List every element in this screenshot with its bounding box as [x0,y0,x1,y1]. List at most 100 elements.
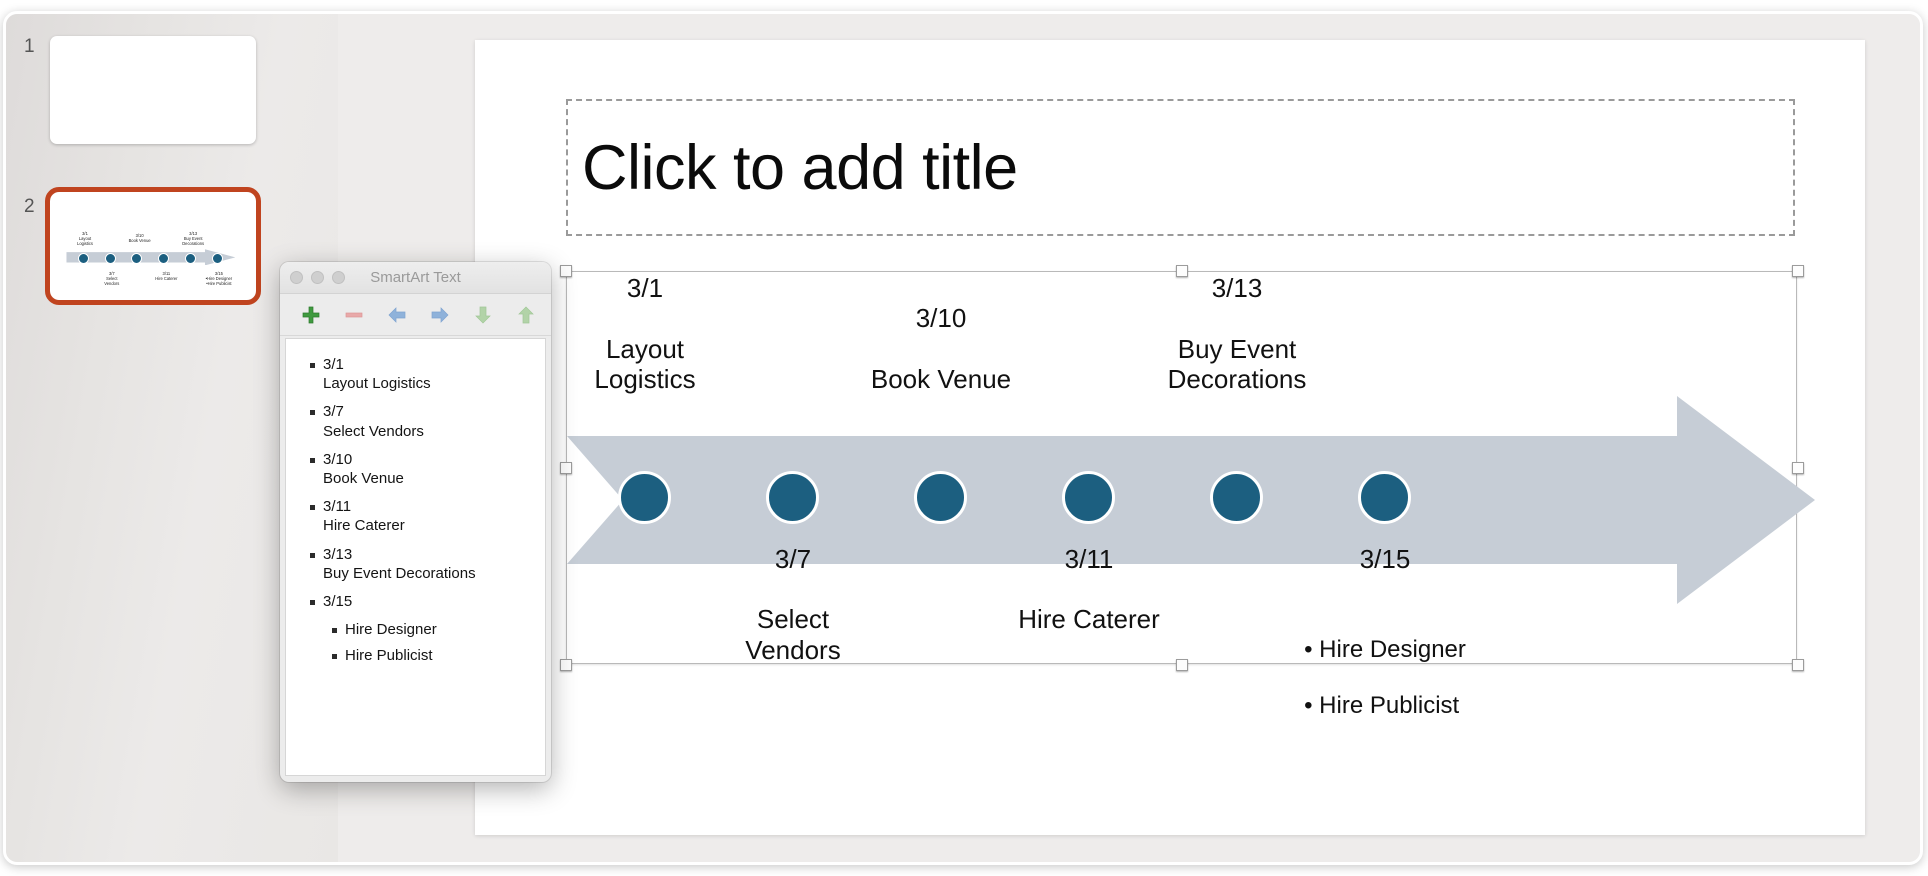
timeline-label-5[interactable]: 3/13 Buy Event Decorations [1168,243,1307,424]
minimize-button[interactable] [311,271,324,284]
page-title: Click to add title [582,132,1018,203]
slide-number-2: 2 [24,196,35,217]
list-item[interactable]: 3/13 Buy Event Decorations [308,545,535,583]
timeline-label-date: 3/11 [1064,544,1114,575]
panel-titlebar[interactable]: SmartArt Text [280,262,551,294]
timeline-label-6[interactable]: 3/15 • Hire Designer • Hire Publicist [1304,514,1466,749]
timeline-label-4[interactable]: 3/11 Hire Caterer [1018,514,1160,665]
list-item-task: Hire Designer [345,621,437,639]
timeline-label-task: Layout Logistics [594,333,696,394]
timeline-bullet-item: • Hire Designer [1304,635,1466,663]
arrow-up-icon [518,306,534,323]
resize-handle-middle-left[interactable] [560,462,572,474]
move-down-button[interactable] [472,304,494,326]
list-item-task: Book Venue [323,469,404,487]
timeline-node-dot[interactable] [1210,471,1263,524]
timeline-label-2[interactable]: 3/7 Select Vendors [745,514,840,695]
timeline-label-3[interactable]: 3/10 Book Venue [871,273,1011,424]
list-item[interactable]: 3/10 Book Venue [308,450,535,488]
resize-handle-bottom-center[interactable] [1176,659,1188,671]
timeline-label-task: Hire Caterer [1018,604,1160,635]
arrow-right-icon [431,306,449,323]
timeline-label-date: 3/7 [774,544,812,575]
smartart-text-list[interactable]: 3/1 Layout Logistics 3/7 Select Vendors … [285,338,546,776]
timeline-node-dot[interactable] [618,471,671,524]
thumbnail-node-label: 3/15•Hire Designer•Hire Publicist [205,270,233,287]
resize-handle-top-left[interactable] [560,265,572,277]
timeline-label-task: Book Venue [870,363,1012,394]
resize-handle-top-center[interactable] [1176,265,1188,277]
slide-canvas-area: Click to add title 3/1 Layout Logistics [338,14,1920,862]
list-item-date: 3/7 [323,403,344,421]
timeline-node-dot[interactable] [1358,471,1411,524]
list-item[interactable]: 3/7 Select Vendors [308,402,535,440]
demote-button[interactable] [429,304,451,326]
timeline-bullet-item: • Hire Publicist [1304,692,1460,720]
list-item[interactable]: 3/15 [308,592,535,611]
list-item[interactable]: Hire Publicist [308,646,535,665]
timeline-label-date: 3/13 [1211,273,1263,304]
list-item-task: Buy Event Decorations [323,564,476,582]
zoom-button[interactable] [332,271,345,284]
timeline-label-date: 3/10 [915,303,967,334]
slide-number-1: 1 [24,36,35,57]
list-item[interactable]: 3/1 Layout Logistics [308,355,535,393]
move-up-button[interactable] [515,304,537,326]
timeline-label-date: 3/1 [626,273,664,304]
resize-handle-bottom-left[interactable] [560,659,572,671]
thumbnail-node-dot [184,253,196,265]
panel-toolbar [280,294,551,336]
add-shape-button[interactable] [300,304,322,326]
smartart-text-panel[interactable]: SmartArt Text [280,262,551,782]
timeline-arrow-shape [567,396,1815,604]
resize-handle-bottom-right[interactable] [1792,659,1804,671]
list-item-task: Hire Publicist [345,647,433,665]
thumbnail-node-dot [104,253,116,265]
resize-handle-top-right[interactable] [1792,265,1804,277]
arrow-down-icon [475,306,491,323]
arrow-left-icon [388,306,406,323]
timeline-node-dot[interactable] [1062,471,1115,524]
thumbnail-arrow-shape [66,249,236,266]
list-item-date: 3/13 [323,545,353,563]
remove-shape-button[interactable] [343,304,365,326]
list-item-task: Select Vendors [323,422,424,440]
timeline-label-bullets: • Hire Designer • Hire Publicist [1304,607,1466,749]
plus-icon [302,306,320,323]
list-item-date: 3/15 [323,592,353,610]
list-item-date: 3/11 [323,498,352,516]
list-item-date: 3/1 [323,356,344,373]
list-item-task: Hire Caterer [323,517,405,535]
close-button[interactable] [290,271,303,284]
promote-button[interactable] [386,304,408,326]
slide-thumbnail-1[interactable] [50,36,256,144]
timeline-label-date: 3/15 [1359,544,1411,575]
timeline-label-1[interactable]: 3/1 Layout Logistics [594,243,695,424]
window-controls [290,271,345,284]
title-placeholder[interactable]: Click to add title [566,99,1795,236]
thumbnail-node-dot [77,253,89,265]
list-item[interactable]: 3/11 Hire Caterer [308,497,535,535]
list-item-task: Layout Logistics [323,375,431,393]
resize-handle-middle-right[interactable] [1792,462,1804,474]
timeline-node-dot[interactable] [766,471,819,524]
list-item[interactable]: Hire Designer [308,620,535,639]
list-item-date: 3/10 [323,450,353,468]
timeline-label-task: Buy Event Decorations [1167,333,1307,394]
smartart-graphic-frame[interactable]: 3/1 Layout Logistics 3/10 Book Venue 3/1… [560,265,1815,719]
timeline-label-task: Select Vendors [745,604,841,665]
thumbnail-node-dot [158,253,170,265]
timeline-node-dot[interactable] [914,471,967,524]
slide-surface[interactable]: Click to add title 3/1 Layout Logistics [475,40,1865,835]
thumbnail-node-dot [131,253,143,265]
minus-icon [345,312,363,317]
thumbnail-node-dot [211,253,223,265]
